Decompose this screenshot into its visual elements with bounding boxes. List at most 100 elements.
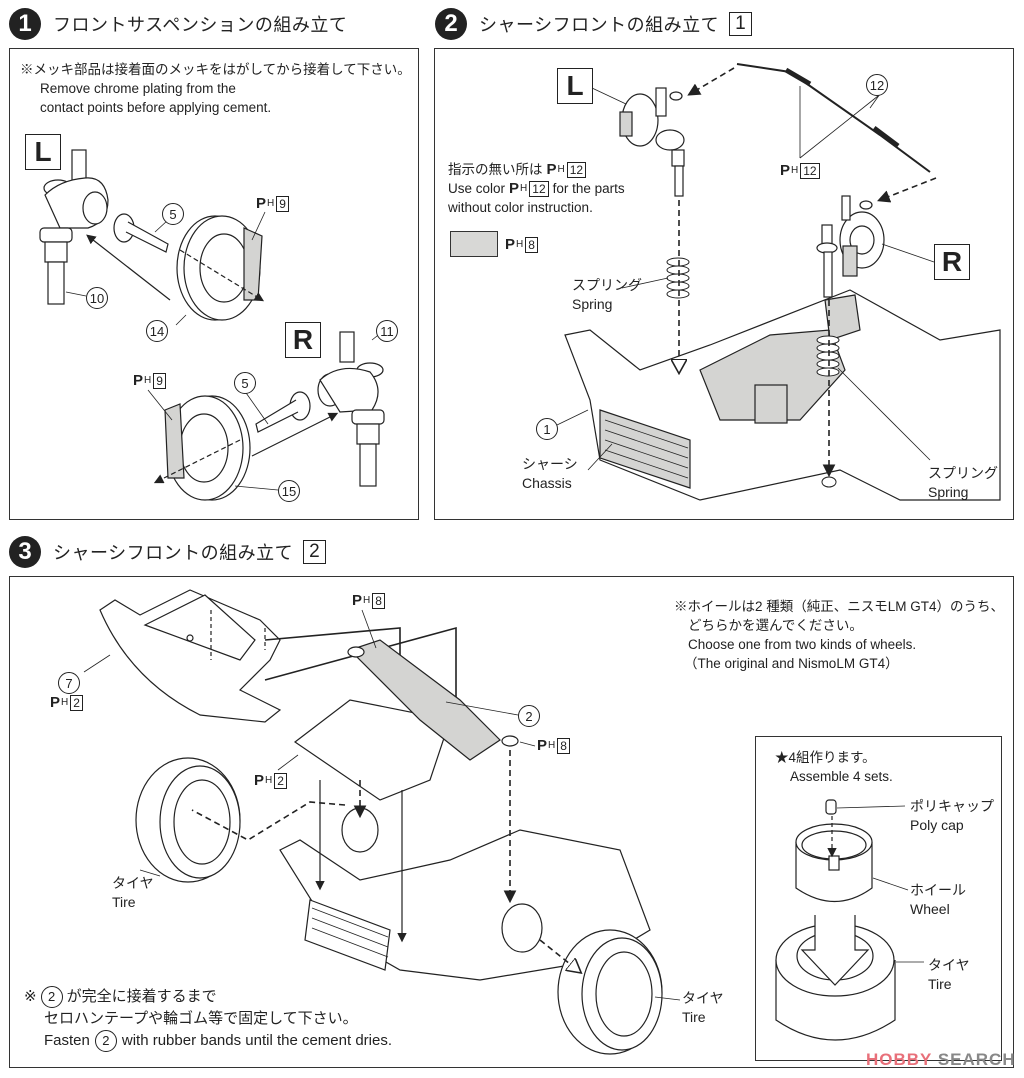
tire-label-en: Tire	[682, 1009, 706, 1025]
step2-header: 2 シャーシフロントの組み立て 1	[435, 7, 752, 41]
paint-prefix: P	[505, 236, 516, 253]
paint-prefix: P	[780, 162, 791, 179]
tire-label-jp: タイヤ	[928, 957, 970, 973]
part-number-12: 12	[866, 74, 888, 96]
paint-sub: H	[791, 165, 799, 176]
paint-code: 8	[372, 592, 385, 609]
part-number-15: 15	[278, 480, 300, 502]
part-number-2: 2	[518, 705, 540, 727]
watermark-logo: HOBBY SEARCH	[866, 1050, 1016, 1070]
fasten-note-jp-2: セロハンテープや輪ゴム等で固定して下さい。	[44, 1010, 358, 1027]
paint-sub: H	[548, 740, 556, 751]
paint-prefix: P	[509, 180, 520, 197]
paint-code: 8	[525, 236, 538, 253]
tire-label-en: Tire	[112, 894, 136, 910]
chrome-note-jp: ※メッキ部品は接着面のメッキをはがしてから接着して下さい。	[20, 62, 411, 77]
part-number-5: 5	[162, 203, 184, 225]
fasten-note: ※ 2 が完全に接着するまで セロハンテープや輪ゴム等で固定して下さい。 Fas…	[24, 986, 392, 1052]
stub-axle-5-left	[113, 213, 169, 253]
inset-title-en: Assemble 4 sets.	[790, 769, 893, 784]
fasten-note-en-b: with rubber bands until the cement dries…	[121, 1032, 393, 1049]
spring-right	[816, 335, 840, 377]
default-color-note-en-b: for the parts	[552, 181, 625, 196]
color-swatch-ph8	[450, 231, 498, 257]
paint-sub: H	[267, 198, 275, 209]
tire-label-right: タイヤ Tire	[682, 989, 724, 1027]
paint-code: 12	[529, 180, 549, 197]
motor-block	[699, 329, 846, 421]
step-title: フロントサスペンションの組み立て	[53, 15, 348, 36]
upright-right-assembly	[816, 195, 885, 298]
spring-label-right: スプリング Spring	[928, 464, 998, 502]
upright-left	[39, 149, 109, 305]
paint-code: 9	[153, 372, 166, 389]
paint-code: 9	[276, 195, 289, 212]
chassis-label-jp: シャーシ	[522, 456, 578, 472]
stub-axle-5-right	[255, 391, 311, 433]
side-label-left: L	[25, 134, 61, 170]
paint-code: 2	[274, 772, 287, 789]
paint-code: 12	[566, 161, 587, 178]
polycap-label: ポリキャップ Poly cap	[910, 797, 994, 835]
paint-prefix: P	[537, 737, 548, 754]
wheel-note-en-1: Choose one from two kinds of wheels.	[688, 637, 917, 652]
tire-label-left: タイヤ Tire	[112, 874, 154, 912]
paint-prefix: P	[352, 592, 363, 609]
inset-title-jp: ★4組作ります。	[775, 750, 876, 765]
paint-prefix: P	[133, 372, 144, 389]
tire-label-jp: タイヤ	[112, 875, 154, 891]
chassis-grille	[599, 409, 691, 489]
step1-header: 1 フロントサスペンションの組み立て	[9, 7, 347, 41]
substep-box: 1	[729, 12, 752, 36]
upright-left-assembly	[619, 87, 685, 197]
paint-sub: H	[520, 183, 528, 194]
step-title: シャーシフロントの組み立て	[53, 543, 294, 564]
part-number-2: 2	[94, 1030, 117, 1052]
side-label-right: R	[934, 244, 970, 280]
step3-header: 3 シャーシフロントの組み立て 2	[9, 535, 326, 569]
spring-label-en: Spring	[572, 296, 613, 312]
wheel-note-jp-1: ※ホイールは2 種類（純正、ニスモLM GT4）のうち、	[674, 599, 1005, 614]
paint-prefix: P	[254, 772, 265, 789]
paint-prefix: P	[50, 694, 61, 711]
paint-prefix: P	[546, 161, 557, 178]
brake-disc-14	[176, 215, 263, 321]
tire-label-en: Tire	[928, 976, 952, 992]
part-number-2: 2	[40, 986, 63, 1008]
brake-disc-15	[164, 395, 251, 501]
paint-sub: H	[265, 775, 273, 786]
tire-left	[135, 757, 241, 883]
chrome-note: ※メッキ部品は接着面のメッキをはがしてから接着して下さい。 Remove chr…	[20, 60, 411, 117]
wheel-label-en: Wheel	[910, 901, 950, 917]
spring-label-jp: スプリング	[928, 465, 998, 481]
fasten-note-jp-1: が完全に接着するまで	[66, 988, 217, 1005]
paint-sub: H	[61, 697, 69, 708]
side-label-right: R	[285, 322, 321, 358]
part-number-11: 11	[376, 320, 398, 342]
tie-rod-12	[736, 63, 931, 173]
part-number-7: 7	[58, 672, 80, 694]
wheel-label: ホイール Wheel	[910, 881, 966, 919]
paint-code: 8	[557, 737, 570, 754]
wheel-note-jp-2: どちらかを選んでください。	[688, 618, 863, 633]
wheel-label-jp: ホイール	[910, 882, 966, 898]
spring-label-left: スプリング Spring	[572, 276, 642, 314]
watermark-brand-b: SEARCH	[937, 1050, 1016, 1069]
polycap-label-jp: ポリキャップ	[910, 798, 994, 814]
chassis-label: シャーシ Chassis	[522, 455, 578, 493]
part-number-14: 14	[146, 320, 168, 342]
wheel-assembly-diagram	[775, 799, 896, 1041]
chassis	[279, 807, 651, 981]
fasten-note-en-a: Fasten	[44, 1032, 90, 1049]
polycap-label-en: Poly cap	[910, 817, 964, 833]
wheel-assembly-inset	[755, 736, 1002, 1061]
